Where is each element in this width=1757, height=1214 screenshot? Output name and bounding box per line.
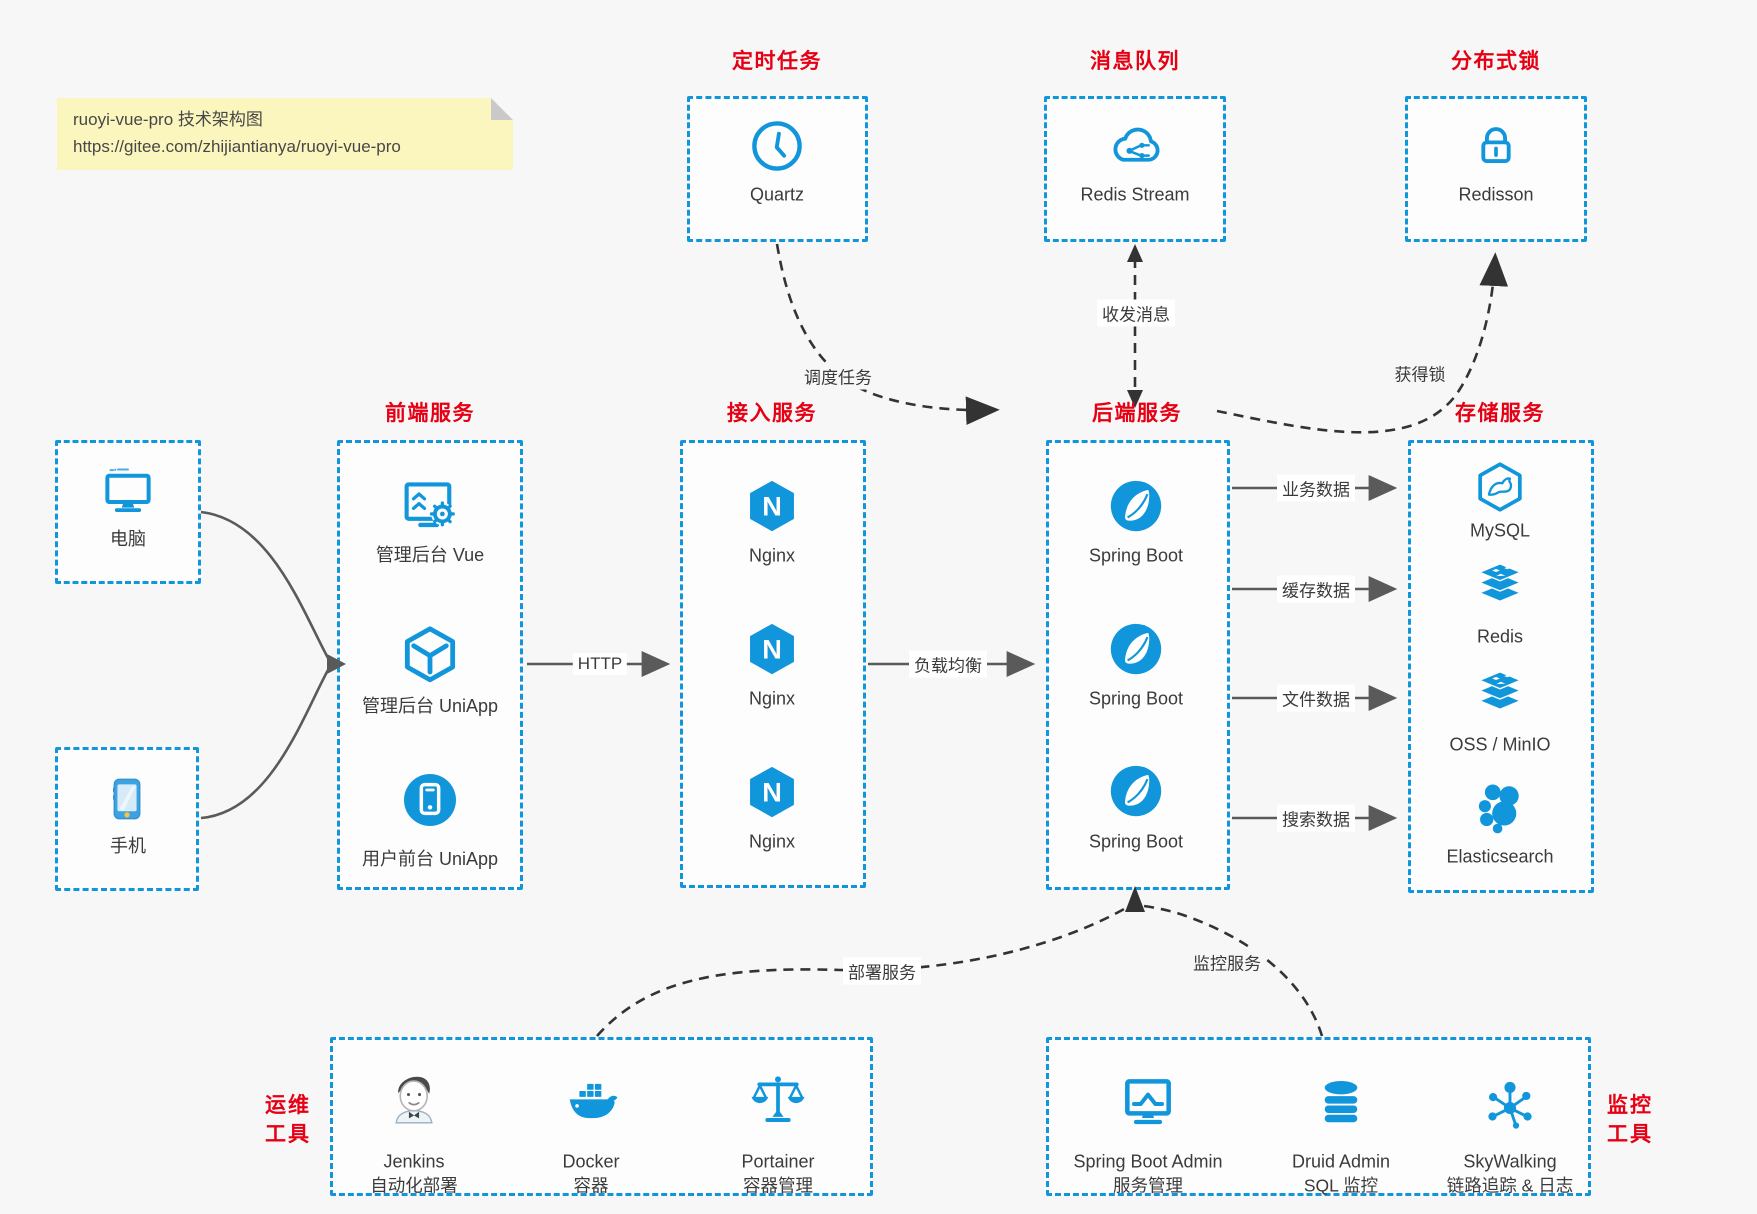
- edge-mobile-to-frontend: [200, 669, 330, 820]
- note-title: ruoyi-vue-pro 技术架构图: [73, 110, 263, 129]
- node-label: Spring Boot: [1088, 831, 1184, 852]
- arrowhead-mq-up: [1127, 244, 1143, 262]
- nginx-icon: N: [741, 618, 803, 680]
- node-label: MySQL: [1469, 520, 1531, 541]
- druid-icon: [1312, 1075, 1370, 1133]
- edge-label-cache-data: 缓存数据: [1277, 575, 1355, 603]
- node-label: Nginx: [748, 545, 796, 566]
- edge-label-deploy: 部署服务: [843, 957, 921, 985]
- clock-icon: [746, 115, 808, 177]
- note-url: https://gitee.com/zhijiantianya/ruoyi-vu…: [73, 137, 401, 157]
- node-sublabel: 服务管理: [1113, 1175, 1183, 1196]
- uniapp-icon: [396, 621, 464, 689]
- group-redisson: [1405, 96, 1587, 242]
- cloud-mq-icon: [1102, 113, 1168, 179]
- docker-icon: [560, 1071, 622, 1133]
- node-label: Spring Boot Admin: [1073, 1151, 1223, 1172]
- title-access-services: 接入服务: [727, 402, 817, 425]
- edge-label-mq: 收发消息: [1097, 299, 1175, 327]
- spring-icon: [1105, 475, 1167, 537]
- title-monitor-tools: 监控 工具: [1607, 1094, 1653, 1146]
- title-message-queue: 消息队列: [1090, 50, 1180, 73]
- springboot-admin-icon: [1116, 1070, 1180, 1134]
- node-label: 电脑: [110, 529, 146, 549]
- spring-icon: [1105, 618, 1167, 680]
- svg-text:N: N: [762, 491, 782, 522]
- title-frontend-services: 前端服务: [385, 402, 475, 425]
- node-sublabel: 自动化部署: [370, 1175, 458, 1196]
- title-scheduled-jobs: 定时任务: [732, 50, 822, 73]
- node-label: 手机: [110, 836, 146, 856]
- edge-label-load-balance: 负载均衡: [909, 650, 987, 678]
- node-label: Redis: [1476, 626, 1524, 647]
- node-sublabel: SQL 监控: [1303, 1175, 1379, 1196]
- node-label: Jenkins: [383, 1151, 445, 1172]
- sticky-note: ruoyi-vue-pro 技术架构图 https://gitee.com/zh…: [57, 98, 513, 170]
- group-redis-stream: [1044, 96, 1226, 242]
- jenkins-icon: [381, 1065, 447, 1131]
- lock-icon: [1467, 117, 1525, 175]
- mysql-icon: [1472, 459, 1528, 515]
- node-label: Spring Boot: [1088, 688, 1184, 709]
- elasticsearch-icon: [1471, 779, 1529, 837]
- node-label: 管理后台 UniApp: [361, 696, 499, 716]
- node-label: Redisson: [1458, 184, 1534, 205]
- svg-text:N: N: [762, 634, 782, 665]
- spring-icon: [1105, 760, 1167, 822]
- nginx-icon: N: [741, 475, 803, 537]
- svg-text:N: N: [762, 777, 782, 808]
- edge-label-file-data: 文件数据: [1277, 684, 1355, 712]
- edge-label-http: HTTP: [572, 653, 628, 675]
- desktop-icon: [98, 462, 158, 522]
- edge-label-schedule: 调度任务: [799, 362, 877, 390]
- node-label: Docker: [562, 1151, 620, 1172]
- node-sublabel: 链路追踪 & 日志: [1446, 1175, 1574, 1196]
- title-ops-tools: 运维 工具: [265, 1094, 311, 1146]
- node-label: Nginx: [748, 688, 796, 709]
- edge-label-monitor: 监控服务: [1188, 948, 1266, 976]
- admin-vue-icon: [397, 472, 463, 538]
- note-fold-corner: [491, 98, 513, 120]
- node-sublabel: 容器管理: [743, 1175, 813, 1196]
- node-label: Portainer: [741, 1151, 815, 1172]
- node-label: Nginx: [748, 831, 796, 852]
- group-monitor-tools: [1046, 1037, 1591, 1196]
- node-label: Redis Stream: [1080, 184, 1190, 205]
- nginx-icon: N: [741, 761, 803, 823]
- node-label: Elasticsearch: [1446, 846, 1554, 867]
- oss-icon: [1471, 667, 1529, 725]
- node-label: SkyWalking: [1463, 1151, 1557, 1172]
- node-label: OSS / MinIO: [1449, 734, 1551, 755]
- title-distributed-lock: 分布式锁: [1451, 50, 1541, 73]
- redis-icon: [1471, 559, 1529, 617]
- user-app-icon: [398, 768, 462, 832]
- node-sublabel: 容器: [573, 1175, 609, 1196]
- edge-label-biz-data: 业务数据: [1277, 474, 1355, 502]
- title-backend-services: 后端服务: [1092, 402, 1182, 425]
- skywalking-icon: [1481, 1076, 1539, 1134]
- edge-pc-to-frontend: [200, 510, 330, 659]
- portainer-icon: [748, 1070, 808, 1130]
- edge-lock: [1216, 252, 1509, 434]
- node-label: Spring Boot: [1088, 545, 1184, 566]
- edge-label-search-data: 搜索数据: [1277, 804, 1355, 832]
- title-storage-services: 存储服务: [1455, 402, 1545, 425]
- phone-icon: [99, 771, 155, 827]
- edge-label-lock: 获得锁: [1389, 359, 1451, 387]
- node-label: 用户前台 UniApp: [361, 849, 499, 869]
- node-label: 管理后台 Vue: [375, 545, 485, 565]
- node-label: Quartz: [749, 184, 805, 205]
- node-label: Druid Admin: [1291, 1151, 1391, 1172]
